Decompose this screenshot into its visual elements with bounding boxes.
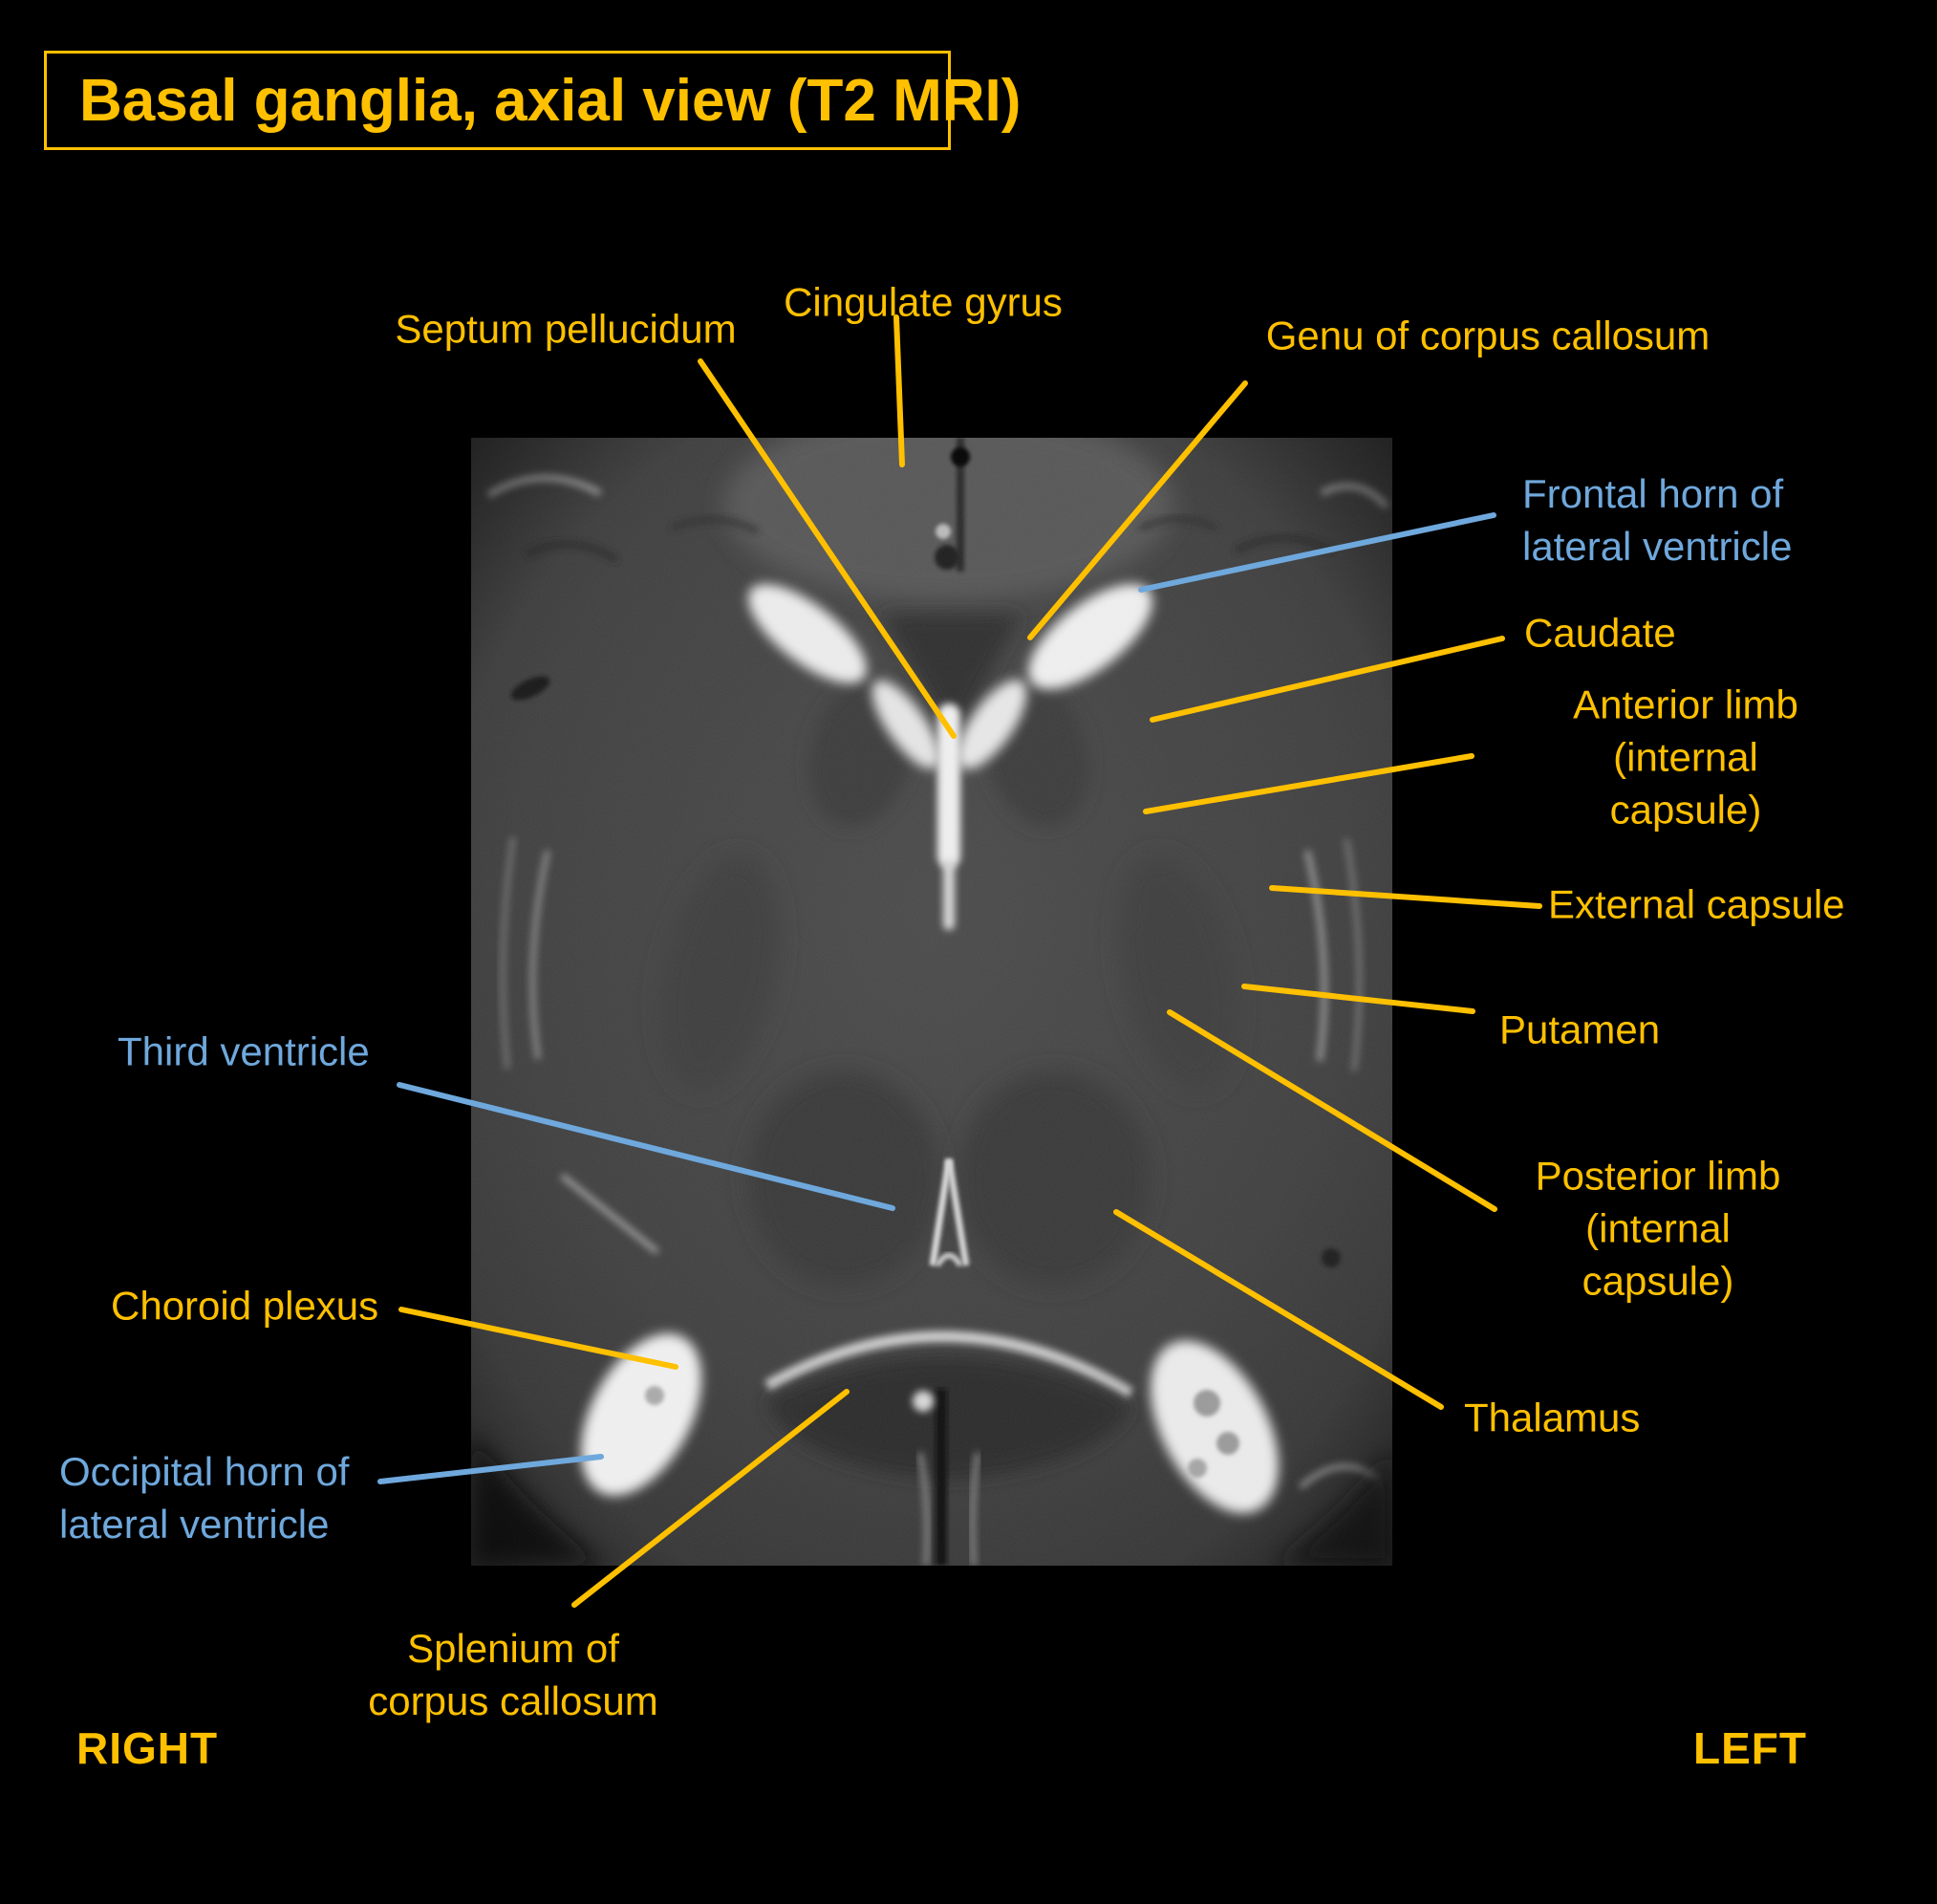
label-posterior-limb-internal-capsule: Posterior limb (internal capsule) xyxy=(1535,1153,1781,1304)
label-external-capsule: External capsule xyxy=(1548,881,1845,927)
label-third-ventricle: Third ventricle xyxy=(118,1028,370,1074)
orientation-marker-left: LEFT xyxy=(1693,1723,1807,1773)
title-box: Basal ganglia, axial view (T2 MRI) xyxy=(44,51,1021,150)
mri-image xyxy=(471,438,1392,1566)
label-choroid-plexus: Choroid plexus xyxy=(111,1283,379,1329)
label-splenium-corpus-callosum: Splenium of corpus callosum xyxy=(368,1626,658,1723)
label-thalamus: Thalamus xyxy=(1464,1395,1641,1440)
label-caudate: Caudate xyxy=(1524,610,1676,656)
label-cingulate-gyrus: Cingulate gyrus xyxy=(784,279,1063,325)
label-putamen: Putamen xyxy=(1499,1006,1661,1052)
label-septum-pellucidum: Septum pellucidum xyxy=(395,306,737,352)
label-anterior-limb-internal-capsule: Anterior limb (internal capsule) xyxy=(1573,682,1798,833)
label-genu-corpus-callosum: Genu of corpus callosum xyxy=(1265,313,1711,358)
label-frontal-horn-lateral-ventricle: Frontal horn of lateral ventricle xyxy=(1522,471,1793,569)
label-occipital-horn-lateral-ventricle: Occipital horn of lateral ventricle xyxy=(59,1449,350,1547)
orientation-marker-right: RIGHT xyxy=(76,1723,219,1773)
page-title: Basal ganglia, axial view (T2 MRI) xyxy=(79,67,1022,134)
